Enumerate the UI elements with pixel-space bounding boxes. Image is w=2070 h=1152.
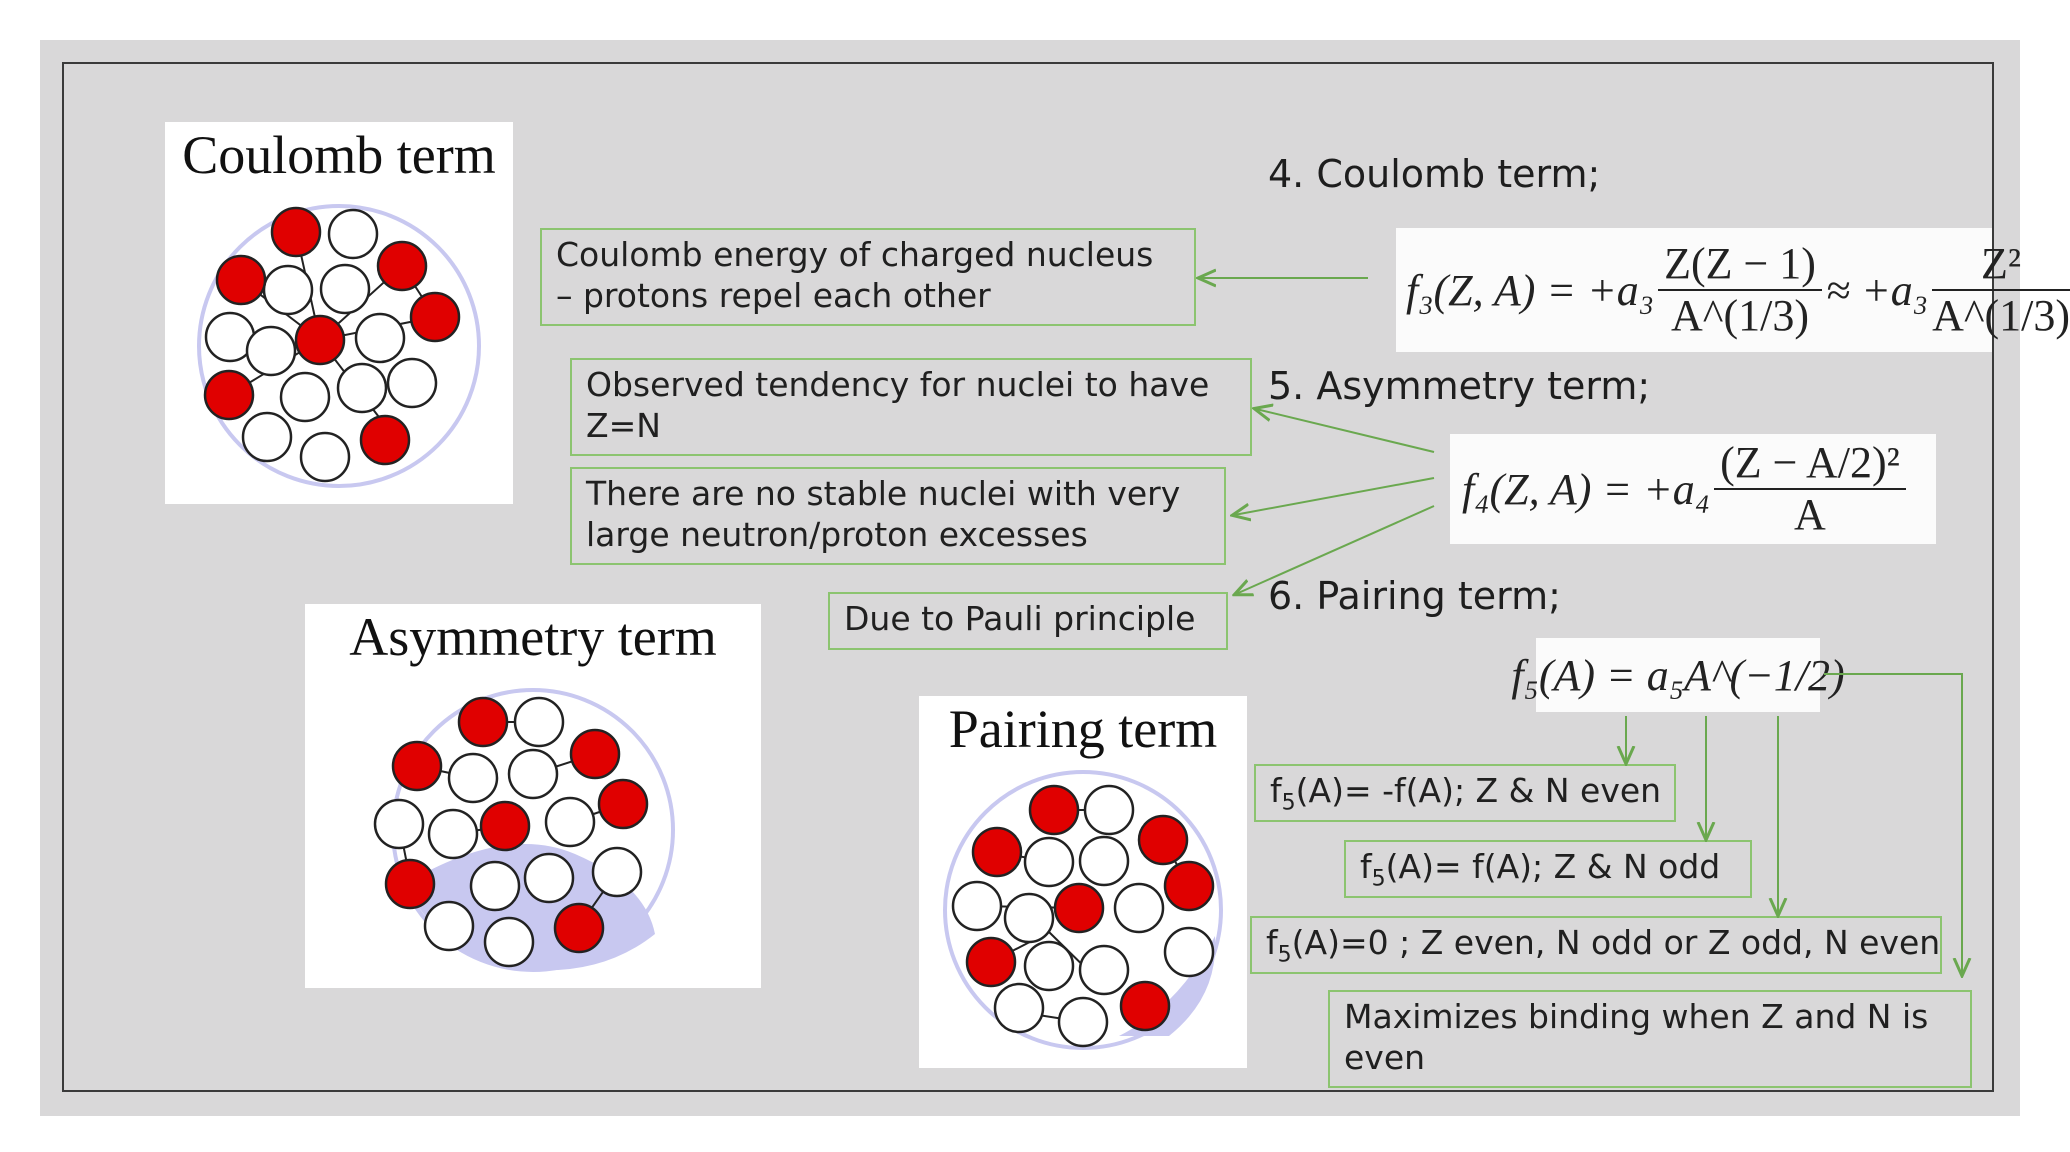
- pauli-principle-box: Due to Pauli principle: [828, 592, 1228, 650]
- maximizes-binding-box: Maximizes binding when Z and N is even: [1328, 990, 1972, 1088]
- pairing-odd-text: (A)= f(A); Z & N odd: [1385, 847, 1721, 886]
- asymmetry-fraction: (Z − A/2)² A: [1714, 438, 1906, 540]
- coulomb-fraction: Z(Z − 1) A^(1/3): [1658, 239, 1822, 341]
- asymmetry-term-illustration: Asymmetry term: [305, 604, 761, 988]
- pairing-even-subscript: 5: [1281, 790, 1296, 816]
- arrow-asymmetry-to-tendency: [1256, 409, 1435, 453]
- pairing-odd-case-box: f5(A)= f(A); Z & N odd: [1344, 840, 1752, 898]
- pairing-even-case-box: f5(A)= -f(A); Z & N even: [1254, 764, 1676, 822]
- tendency-box: Observed tendency for nuclei to have Z=N: [570, 358, 1252, 456]
- pairing-picture-title: Pairing term: [948, 699, 1218, 759]
- pairing-mixed-text: (A)=0 ; Z even, N odd or Z odd, N even: [1291, 923, 1941, 962]
- coulomb-nucleus-diagram: [197, 204, 481, 488]
- pairing-mixed-case-box: f5(A)=0 ; Z even, N odd or Z odd, N even: [1250, 916, 1942, 974]
- coulomb-picture-title: Coulomb term: [182, 125, 496, 185]
- coulomb-term-illustration: Coulomb term: [165, 122, 513, 504]
- asymmetry-picture-title: Asymmetry term: [349, 607, 717, 667]
- asymmetry-heading: 5. Asymmetry term;: [1268, 364, 1651, 408]
- arrow-pairing-to-maximizes: [1824, 673, 1962, 974]
- pairing-odd-prefix: f: [1360, 847, 1372, 886]
- asymmetry-formula: f₄(Z, A) = +a₄ (Z − A/2)² A: [1450, 434, 1936, 544]
- coulomb-numerator-approx: Z²: [1932, 239, 2070, 291]
- arrow-asymmetry-to-no-stable: [1234, 477, 1435, 515]
- coulomb-denominator-approx: A^(1/3): [1932, 291, 2070, 340]
- pairing-term-illustration: Pairing term: [919, 696, 1247, 1068]
- asymmetry-formula-lhs: f₄(Z, A) = +a₄: [1462, 464, 1711, 514]
- asymmetry-nucleus-diagram: [373, 688, 675, 972]
- pairing-formula-text: f₅(A) = a₅A^(−1/2): [1511, 650, 1845, 700]
- slide-frame: [62, 62, 1994, 1092]
- asymmetry-denominator: A: [1794, 490, 1826, 539]
- asymmetry-numerator: (Z − A/2)²: [1714, 438, 1906, 490]
- coulomb-formula-lhs: f₃(Z, A) = +a₃: [1406, 265, 1655, 315]
- pairing-mixed-subscript: 5: [1277, 942, 1292, 968]
- coulomb-denominator: A^(1/3): [1671, 291, 1809, 340]
- coulomb-fraction-approx: Z² A^(1/3): [1932, 239, 2070, 341]
- no-stable-nuclei-box: There are no stable nuclei with very lar…: [570, 467, 1226, 565]
- pairing-mixed-prefix: f: [1266, 923, 1278, 962]
- coulomb-heading: 4. Coulomb term;: [1268, 152, 1601, 196]
- pairing-odd-subscript: 5: [1371, 866, 1386, 892]
- pairing-even-prefix: f: [1270, 771, 1282, 810]
- pairing-heading: 6. Pairing term;: [1268, 574, 1561, 618]
- pairing-even-text: (A)= -f(A); Z & N even: [1295, 771, 1662, 810]
- coulomb-numerator: Z(Z − 1): [1658, 239, 1822, 291]
- arrow-asymmetry-to-pauli: [1236, 505, 1435, 594]
- pairing-nucleus-diagram: [943, 770, 1223, 1050]
- coulomb-approx: ≈ +a₃: [1825, 265, 1929, 315]
- coulomb-energy-box: Coulomb energy of charged nucleus – prot…: [540, 228, 1196, 326]
- pairing-formula: f₅(A) = a₅A^(−1/2): [1511, 638, 1845, 712]
- coulomb-formula: f₃(Z, A) = +a₃ Z(Z − 1) A^(1/3) ≈ +a₃ Z²…: [1396, 228, 2070, 352]
